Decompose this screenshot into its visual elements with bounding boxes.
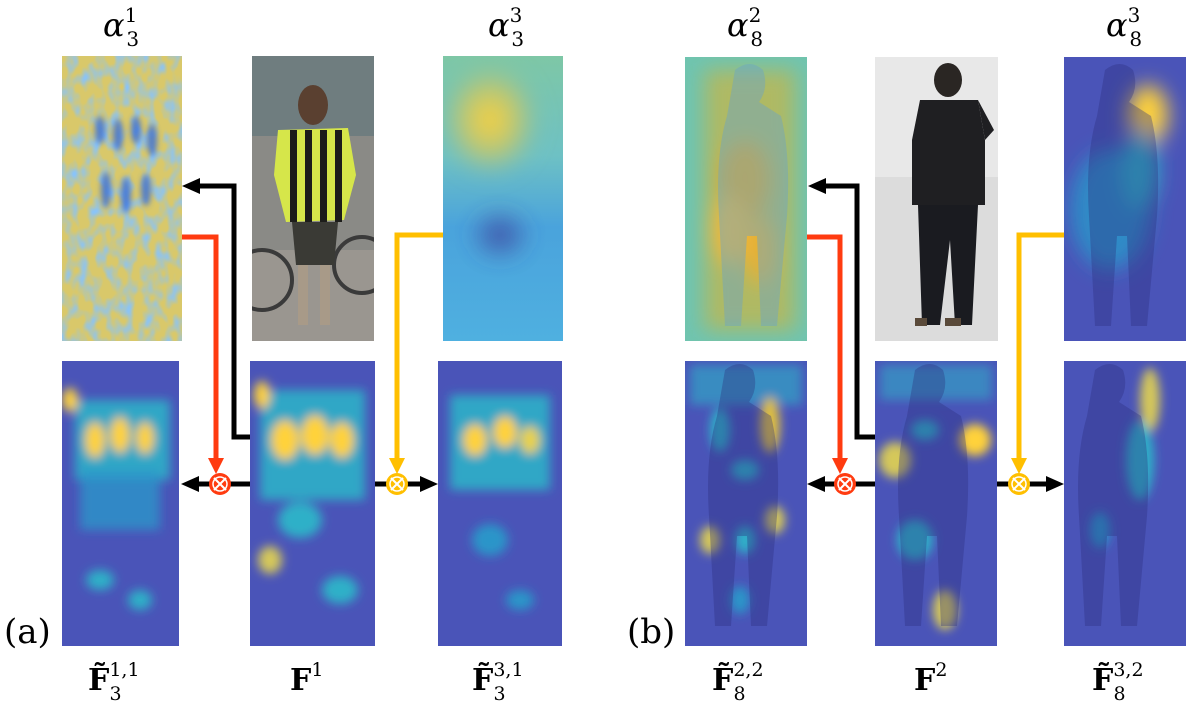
feature-map-b-center <box>875 361 997 646</box>
red-arrow-a <box>182 234 224 474</box>
label-feature-b-center: F2 <box>914 659 947 698</box>
alpha-map-b-left <box>685 57 807 341</box>
panel-tag-b: (b) <box>627 612 675 652</box>
feature-map-b-left <box>685 361 807 646</box>
label-feature-a-center: F1 <box>290 659 323 698</box>
alpha-map-a-right <box>443 56 563 341</box>
feature-map-a-center <box>250 361 375 646</box>
person-image-a <box>252 56 374 341</box>
alpha-map-a-left <box>62 56 182 341</box>
multiply-node-red-b <box>834 473 856 495</box>
alpha-map-b-right <box>1064 57 1186 341</box>
multiply-node-red-a <box>209 473 231 495</box>
multiply-node-yellow-a <box>386 473 408 495</box>
feature-map-a-left <box>62 361 179 646</box>
feature-map-a-right <box>438 361 562 646</box>
red-arrow-b <box>807 234 848 474</box>
black-arrow-b <box>808 178 875 440</box>
feature-map-b-right <box>1064 361 1186 646</box>
black-arrow-a <box>182 178 250 440</box>
yellow-arrow-b <box>1011 232 1064 474</box>
yellow-arrow-a <box>389 232 443 474</box>
person-image-b <box>875 57 998 341</box>
panel-tag-a: (a) <box>4 612 51 652</box>
multiply-node-yellow-b <box>1008 473 1030 495</box>
right-output-arrow-b <box>997 476 1064 492</box>
